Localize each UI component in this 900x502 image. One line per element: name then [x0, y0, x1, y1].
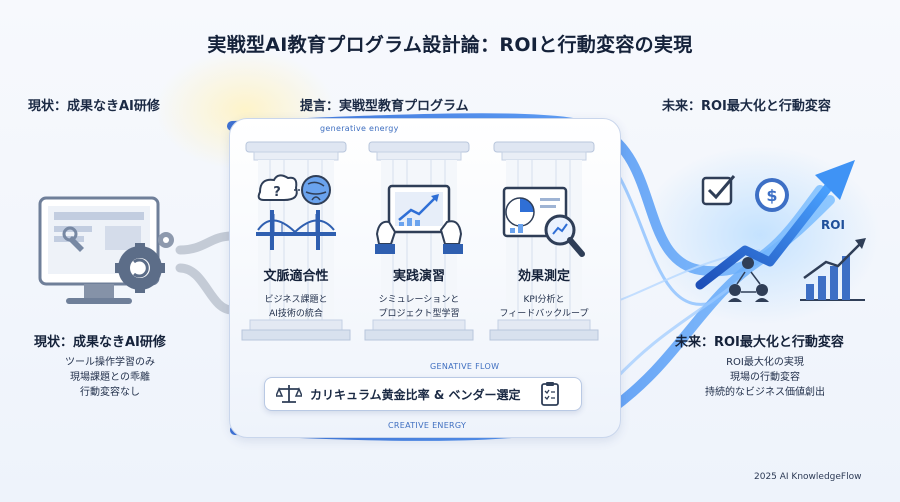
checklist-clipboard-icon	[541, 382, 559, 406]
section-heading-current: 現状：成果なきAI研修	[28, 99, 160, 114]
left-connector-bottom	[175, 263, 237, 315]
pillar-desc-line: プロジェクト型学習	[378, 309, 460, 319]
future-summary-line: 持続的なビジネス価値創出	[705, 387, 825, 398]
future-summary-heading: 未来：ROI最大化と行動変容	[675, 335, 844, 350]
growth-arrow-icon	[695, 180, 835, 290]
current-summary-line: ツール操作学習のみ	[65, 357, 155, 368]
svg-text:?: ?	[273, 185, 281, 200]
future-summary-line: ROI最大化の実現	[726, 357, 804, 368]
flow-label-genative-flow: GENATIVE FLOW	[430, 362, 500, 371]
dollar-coin-icon: $	[755, 178, 789, 212]
future-summary-line: 現場の行動変容	[730, 372, 800, 383]
pillar-desc-line: フィードバックループ	[499, 309, 589, 319]
pillar-desc-line: シミュレーションと	[378, 295, 460, 305]
current-summary-line: 現場課題との乖離	[70, 372, 150, 383]
pillar-title: 効果測定	[517, 269, 570, 284]
section-heading-proposal: 提言：実戦型教育プログラム	[300, 99, 469, 114]
left-connector-top	[175, 231, 237, 255]
foundation-bar	[264, 377, 582, 411]
pillar-desc-line: ビジネス課題と	[264, 295, 328, 305]
roi-label: ROI	[821, 218, 845, 232]
svg-text:$: $	[766, 186, 777, 205]
flow-strand-2	[603, 278, 741, 392]
flow-label-creative-energy: CREATIVE ENERGY	[388, 421, 467, 430]
pillar-title: 文脈適合性	[263, 269, 329, 284]
flow-label-generative-energy: generative energy	[320, 124, 399, 133]
pillar-measurement: 効果測定 KPI分析と フィードバックループ	[488, 140, 600, 358]
small-gear-icon	[158, 232, 174, 248]
pillar-desc-line: KPI分析と	[523, 295, 565, 305]
current-summary-line: 行動変容なし	[80, 387, 140, 398]
pillar-title: 実践演習	[392, 269, 445, 284]
pillar-column-shape	[489, 141, 599, 341]
people-network-icon	[728, 257, 769, 302]
section-heading-future: 未来：ROI最大化と行動変容	[662, 99, 831, 114]
scale-balance-icon	[276, 385, 302, 403]
current-summary-heading: 現状：成果なきAI研修	[34, 335, 166, 350]
bar-chart-growth-icon	[800, 238, 866, 301]
brain-bridge-icon: ?	[256, 174, 336, 250]
gear-icon	[115, 243, 165, 293]
pillar-desc-line: AI技術の統合	[269, 309, 323, 319]
pillar-context-fit: ? 文脈適合性 ビジネス課題と AI技術の統合	[240, 140, 352, 358]
tablet-touch-icon	[375, 184, 463, 254]
foundation-bar-label: カリキュラム黄金比率 & ベンダー選定	[310, 388, 521, 402]
copyright-text: 2025 AI KnowledgeFlow	[754, 472, 862, 482]
growth-arrowhead	[815, 160, 855, 200]
kpi-magnifier-icon	[502, 186, 585, 257]
pillar-practice: 実践演習 シミュレーションと プロジェクト型学習	[363, 140, 475, 358]
checkbox-icon	[701, 175, 736, 206]
page-title: 実戦型AI教育プログラム設計論：ROIと行動変容の実現	[207, 34, 693, 56]
